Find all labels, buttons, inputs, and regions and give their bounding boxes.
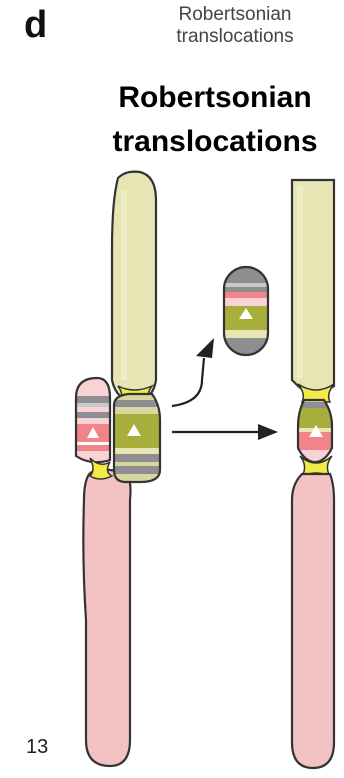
fused-centromere-region [294,396,338,466]
fused-chromosome-long-arm-13 [292,474,334,768]
arrow-head [258,424,278,440]
curved-arrow-head [196,338,214,358]
chromosome-13-long-arm [83,470,130,766]
chromosome-14-short-arm [108,390,168,490]
chromosome-14-long-arm [112,172,156,396]
chromosome-label: 13 [26,736,48,758]
curved-arrow-icon [172,358,204,406]
lost-short-arm-fragment [220,262,272,362]
